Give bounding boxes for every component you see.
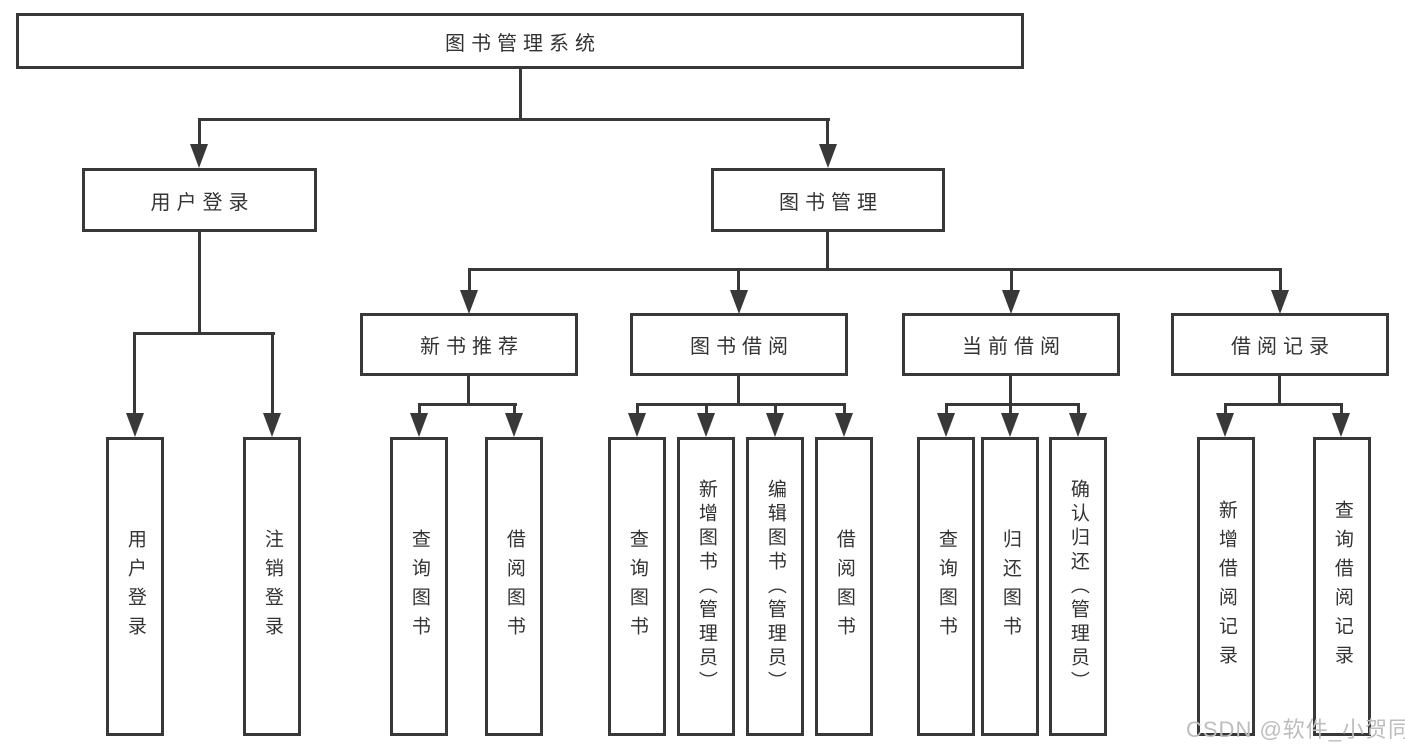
arrowhead-leaf-edit-book xyxy=(766,413,784,437)
connector-new-book-recommend-stem xyxy=(467,376,470,406)
arrowhead-book-management xyxy=(819,144,837,168)
connector-book-borrowing-rail xyxy=(636,403,846,406)
connector-book-management-stem xyxy=(826,232,829,271)
leaf-confirm-return-admin-label: 确认归还（管理员） xyxy=(1067,478,1089,695)
leaf-borrow-books-2: 借阅图书 xyxy=(815,437,873,736)
node-book-borrowing: 图书借阅 xyxy=(630,313,848,376)
connector-to-current-borrowing xyxy=(1010,268,1013,293)
leaf-user-login: 用户登录 xyxy=(106,437,164,736)
arrowhead-leaf-query-record xyxy=(1332,413,1350,437)
node-current-borrowing: 当前借阅 xyxy=(902,313,1120,376)
leaf-query-books-1: 查询图书 xyxy=(390,437,448,736)
arrowhead-leaf-logout xyxy=(263,413,281,437)
arrowhead-leaf-add-book xyxy=(697,413,715,437)
node-borrowing-records: 借阅记录 xyxy=(1171,313,1389,376)
connector-root-rail xyxy=(198,118,830,121)
node-borrowing-records-label: 借阅记录 xyxy=(1231,336,1335,358)
csdn-watermark: CSDN @软件_小贺同学 xyxy=(1186,717,1405,742)
leaf-query-books-1-label: 查询图书 xyxy=(408,528,430,645)
connector-book-borrowing-stem xyxy=(737,376,740,406)
arrowhead-leaf-return-book xyxy=(1001,413,1019,437)
arrowhead-leaf-add-record xyxy=(1216,413,1234,437)
connector-to-borrowing-records xyxy=(1279,268,1282,293)
leaf-edit-book-admin-label: 编辑图书（管理员） xyxy=(764,478,786,695)
connector-current-borrowing-stem xyxy=(1009,376,1012,406)
connector-to-leaf-confirm-return xyxy=(1077,403,1080,416)
leaf-query-books-3: 查询图书 xyxy=(917,437,975,736)
leaf-logout: 注销登录 xyxy=(243,437,301,736)
connector-to-leaf-query-books-1 xyxy=(418,403,421,416)
leaf-return-book-label: 归还图书 xyxy=(999,528,1021,645)
connector-to-leaf-query-books-2 xyxy=(636,403,639,416)
leaf-return-book: 归还图书 xyxy=(981,437,1039,736)
connector-to-leaf-query-record xyxy=(1340,403,1343,416)
arrowhead-new-book-recommend xyxy=(460,290,478,314)
arrowhead-book-borrowing xyxy=(730,290,748,314)
arrowhead-user-login xyxy=(190,144,208,168)
node-current-borrowing-label: 当前借阅 xyxy=(962,336,1066,358)
connector-to-leaf-query-books-3 xyxy=(945,403,948,416)
arrowhead-leaf-query-books-3 xyxy=(937,413,955,437)
connector-to-new-book-recommend xyxy=(468,268,471,293)
connector-borrowing-records-rail xyxy=(1224,403,1343,406)
leaf-query-borrow-record-label: 查询借阅记录 xyxy=(1331,499,1353,674)
connector-user-login-stem xyxy=(198,232,201,335)
leaf-query-books-2: 查询图书 xyxy=(608,437,666,736)
leaf-add-borrow-record-label: 新增借阅记录 xyxy=(1215,499,1237,674)
arrowhead-leaf-borrow-books-1 xyxy=(505,413,523,437)
leaf-add-book-admin-label: 新增图书（管理员） xyxy=(695,478,717,695)
connector-current-borrowing-rail xyxy=(945,403,1080,406)
connector-root-to-book-management xyxy=(826,118,829,146)
connector-to-leaf-logout xyxy=(271,332,274,416)
connector-root-stem xyxy=(519,69,522,121)
arrowhead-leaf-confirm-return xyxy=(1069,413,1087,437)
connector-book-management-rail xyxy=(468,268,1282,271)
leaf-logout-label: 注销登录 xyxy=(261,528,283,645)
arrowhead-current-borrowing xyxy=(1002,290,1020,314)
connector-to-leaf-add-book xyxy=(705,403,708,416)
connector-to-leaf-edit-book xyxy=(774,403,777,416)
node-book-borrowing-label: 图书借阅 xyxy=(690,336,794,358)
node-new-book-recommend: 新书推荐 xyxy=(360,313,578,376)
leaf-query-books-2-label: 查询图书 xyxy=(626,528,648,645)
leaf-borrow-books-1: 借阅图书 xyxy=(485,437,543,736)
connector-to-leaf-return-book xyxy=(1009,403,1012,416)
connector-borrowing-records-stem xyxy=(1278,376,1281,406)
leaf-user-login-label: 用户登录 xyxy=(124,528,146,645)
node-book-management: 图书管理 xyxy=(711,168,945,232)
connector-new-book-recommend-rail xyxy=(418,403,517,406)
node-root: 图书管理系统 xyxy=(16,13,1024,69)
leaf-borrow-books-1-label: 借阅图书 xyxy=(503,528,525,645)
leaf-confirm-return-admin: 确认归还（管理员） xyxy=(1049,437,1107,736)
connector-to-leaf-borrow-books-1 xyxy=(513,403,516,416)
connector-to-leaf-add-record xyxy=(1224,403,1227,416)
arrowhead-borrowing-records xyxy=(1271,290,1289,314)
leaf-query-borrow-record: 查询借阅记录 xyxy=(1313,437,1371,736)
leaf-edit-book-admin: 编辑图书（管理员） xyxy=(746,437,804,736)
arrowhead-leaf-query-books-2 xyxy=(628,413,646,437)
node-new-book-recommend-label: 新书推荐 xyxy=(420,336,524,358)
arrowhead-leaf-borrow-books-2 xyxy=(835,413,853,437)
connector-to-leaf-login xyxy=(133,332,136,416)
node-root-label: 图书管理系统 xyxy=(445,32,601,55)
connector-root-to-user-login xyxy=(198,118,201,146)
leaf-add-borrow-record: 新增借阅记录 xyxy=(1197,437,1255,736)
arrowhead-leaf-query-books-1 xyxy=(410,413,428,437)
connector-user-login-rail xyxy=(133,332,275,335)
leaf-query-books-3-label: 查询图书 xyxy=(935,528,957,645)
node-user-login: 用户登录 xyxy=(82,168,317,232)
leaf-add-book-admin: 新增图书（管理员） xyxy=(677,437,735,736)
leaf-borrow-books-2-label: 借阅图书 xyxy=(833,528,855,645)
node-book-management-label: 图书管理 xyxy=(779,191,883,214)
connector-to-book-borrowing xyxy=(737,268,740,293)
node-user-login-label: 用户登录 xyxy=(150,191,255,214)
connector-to-leaf-borrow-books-2 xyxy=(843,403,846,416)
arrowhead-leaf-login xyxy=(126,413,144,437)
